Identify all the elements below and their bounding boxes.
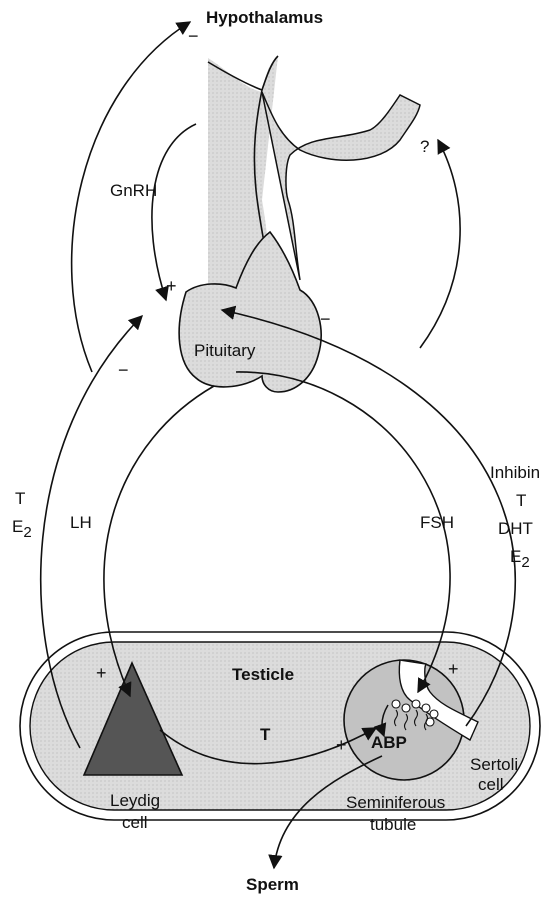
- lh-label: LH: [70, 513, 92, 532]
- e2-right-label: E2: [510, 547, 530, 571]
- arrow-to-hypothalamus-right: [420, 140, 460, 348]
- plus-tubule-left: +: [336, 735, 347, 755]
- fsh-label: FSH: [420, 513, 454, 532]
- minus-pituitary-left: −: [118, 360, 129, 380]
- plus-leydig: +: [96, 663, 107, 683]
- sperm-label: Sperm: [246, 875, 299, 894]
- t-right-label: T: [516, 491, 526, 510]
- minus-hypothalamus: −: [188, 26, 199, 46]
- gnrh-label: GnRH: [110, 181, 157, 200]
- e2-left-label: E2: [12, 517, 32, 541]
- seminiferous-label-1: Seminiferous: [346, 793, 445, 812]
- t-left-label: T: [15, 489, 25, 508]
- pituitary-gland: [179, 232, 321, 392]
- sertoli-label-1: Sertoli: [470, 755, 518, 774]
- t-flow-label: T: [260, 725, 271, 744]
- hypothalamus-label: Hypothalamus: [206, 8, 323, 27]
- pituitary-stalk-right: [262, 92, 420, 280]
- plus-gnrh: +: [166, 276, 177, 296]
- leydig-label-1: Leydig: [110, 791, 160, 810]
- abp-label: ABP: [371, 733, 407, 752]
- question-mark: ?: [420, 137, 429, 156]
- dht-label: DHT: [498, 519, 533, 538]
- testicle-label: Testicle: [232, 665, 294, 684]
- gnrh-arrow: [152, 124, 196, 300]
- seminiferous-label-2: tubule: [370, 815, 416, 834]
- plus-tubule-top: +: [448, 659, 459, 679]
- inhibin-label: Inhibin: [490, 463, 540, 482]
- sertoli-label-2: cell: [478, 775, 504, 794]
- pituitary-label: Pituitary: [194, 341, 256, 360]
- leydig-label-2: cell: [122, 813, 148, 832]
- minus-pituitary-right: −: [320, 309, 331, 329]
